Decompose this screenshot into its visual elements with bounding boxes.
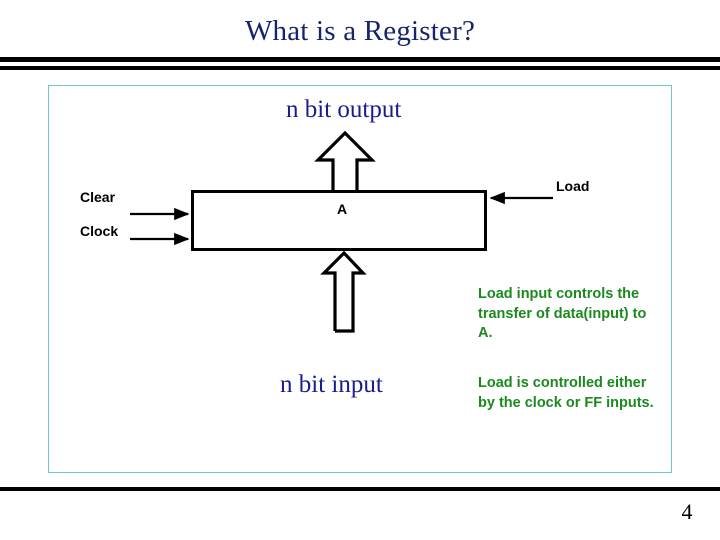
footer-rule <box>0 487 720 491</box>
note-load-control: Load is controlled either by the clock o… <box>478 375 654 411</box>
clear-input-label: Clear <box>80 189 116 205</box>
header-rule-thick <box>0 57 720 62</box>
clock-input-label: Clock <box>80 223 119 239</box>
output-bus-label: n bit output <box>286 96 402 123</box>
page-number: 4 <box>681 499 693 524</box>
content-frame <box>48 85 672 473</box>
register-box-label: A <box>336 201 348 217</box>
header-rule-thin <box>0 66 720 70</box>
register-box <box>191 190 487 251</box>
input-bus-label: n bit input <box>280 371 383 398</box>
page-title: What is a Register? <box>244 15 476 47</box>
note-load-input: Load input controls the transfer of data… <box>478 286 647 341</box>
load-control-label: Load <box>556 178 590 194</box>
